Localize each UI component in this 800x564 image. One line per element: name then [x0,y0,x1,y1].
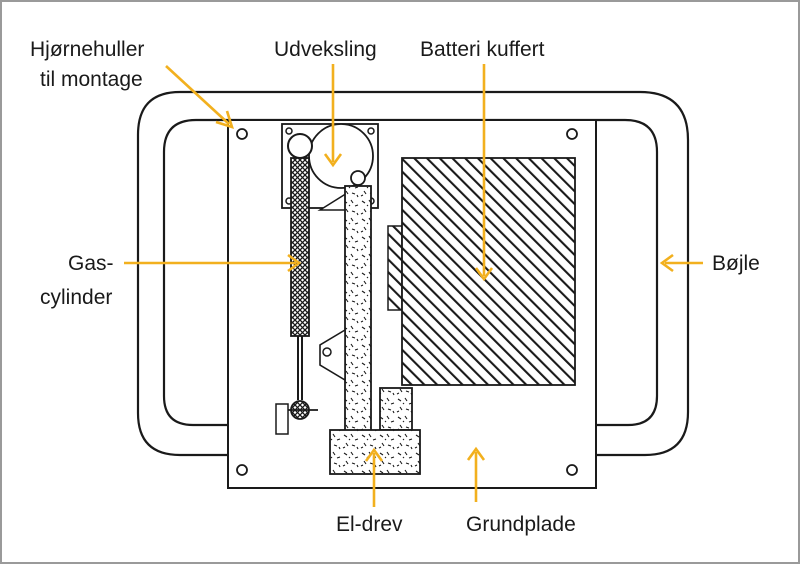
arrow-icon [165,65,234,129]
label-electric-drive: El-drev [336,513,403,536]
arrow-icon [364,447,384,507]
arrow-icon [474,64,494,282]
mounting-hole-icon [566,128,578,140]
corner-holes [236,128,578,476]
label-bracket: Bøjle [712,252,760,275]
label-battery-case: Batteri kuffert [420,38,545,61]
battery-case [387,157,576,386]
callout-arrows [124,64,703,507]
gas-cylinder [275,157,318,435]
label-corner-holes-line2: til montage [40,68,143,91]
mounting-hole-icon [236,464,248,476]
label-gear: Udveksling [274,38,377,61]
mounting-hole-icon [566,464,578,476]
arrow-icon [124,253,302,273]
arrow-icon [466,446,486,502]
mounting-hole-icon [236,128,248,140]
label-corner-holes-line1: Hjørnehuller [30,38,144,61]
arrow-icon [659,253,703,273]
label-gas-cylinder-line1: Gas- [68,252,114,275]
label-gas-cylinder-line2: cylinder [40,286,112,309]
push-rod [319,185,372,433]
arrow-icon [323,64,343,168]
label-base-plate: Grundplade [466,513,576,536]
